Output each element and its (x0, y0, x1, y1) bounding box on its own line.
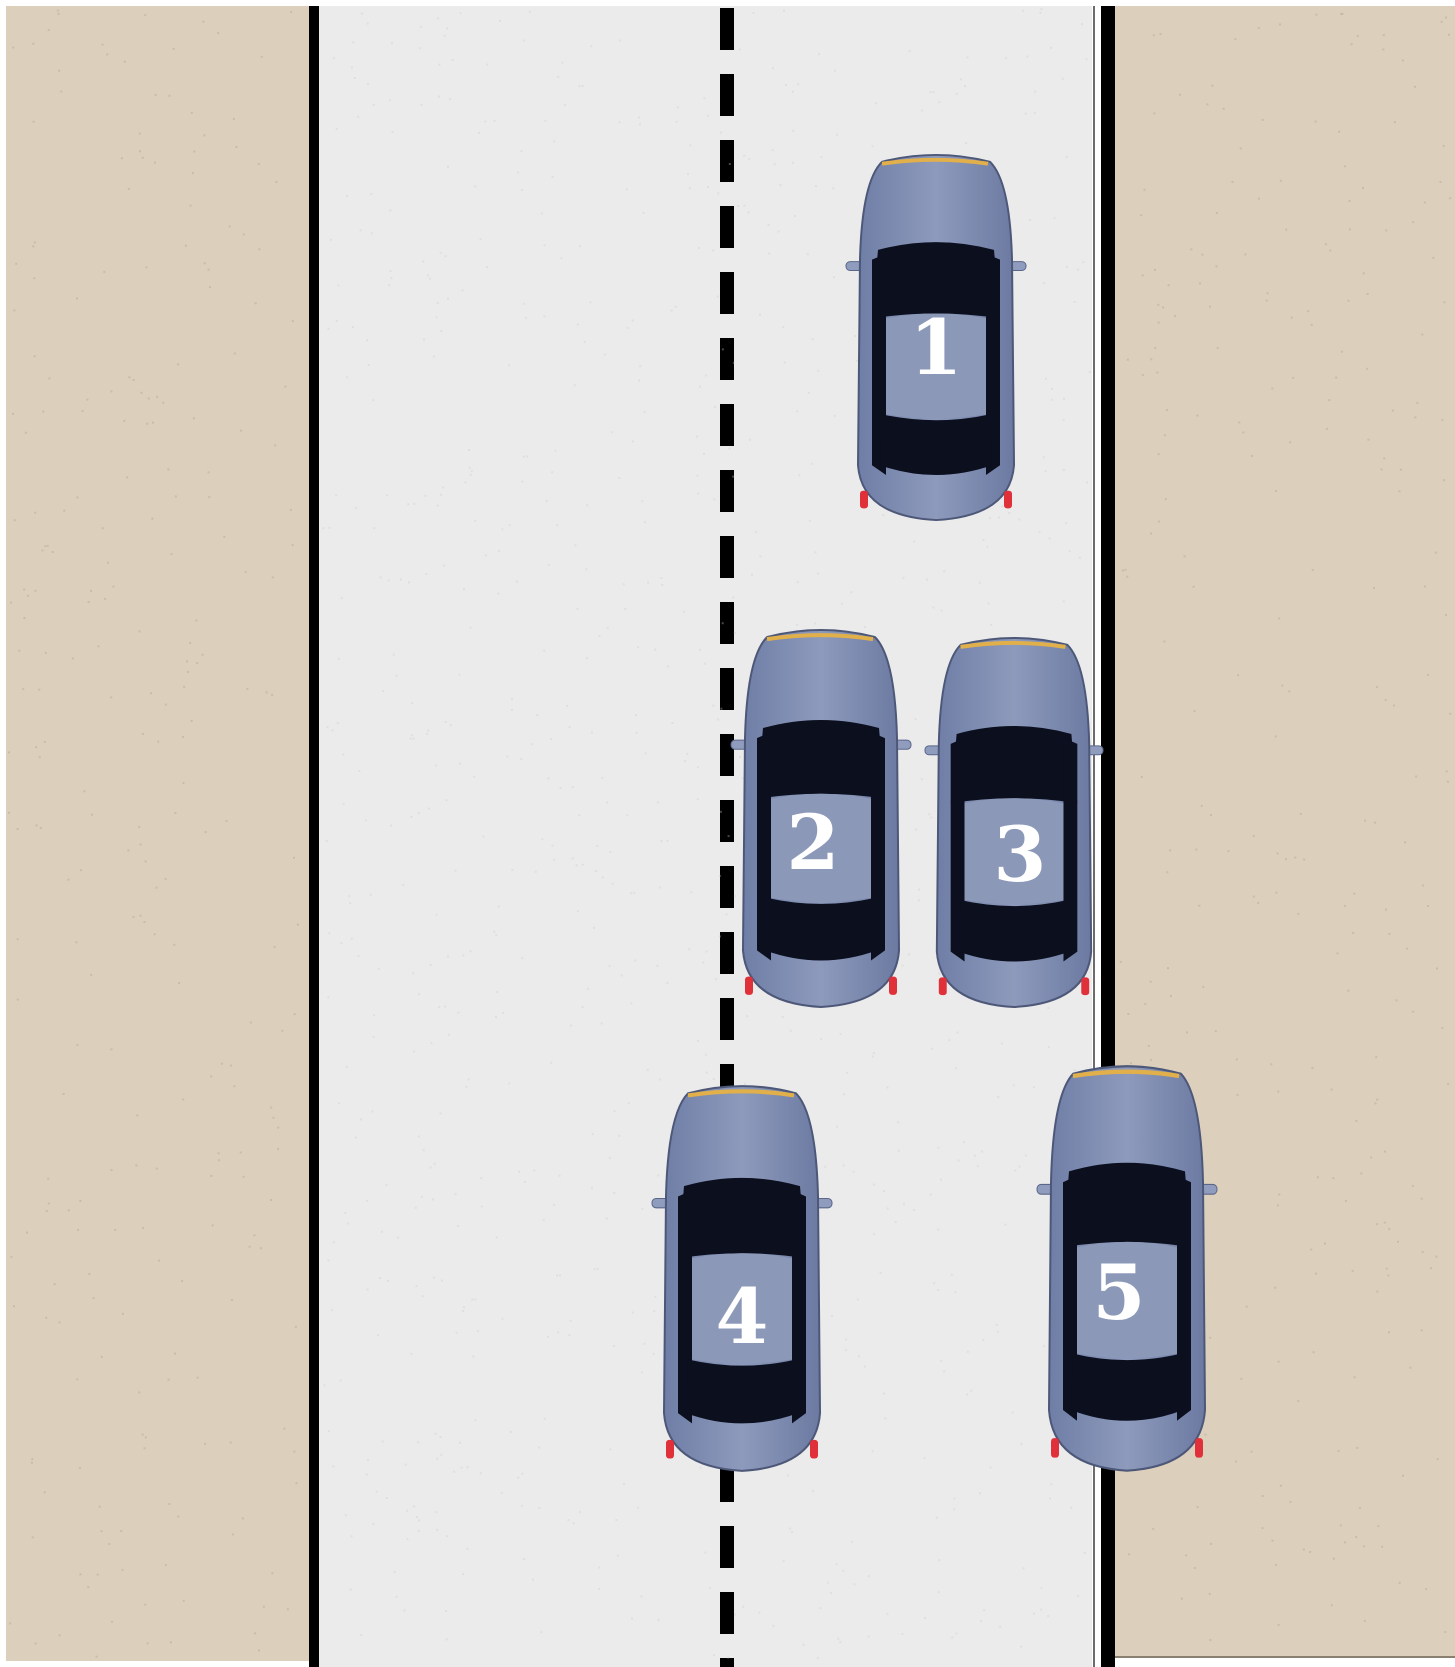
car-4: 4 (648, 1083, 836, 1475)
car-number-label: 3 (927, 817, 1113, 893)
car-number-label: 1 (842, 310, 1030, 386)
car-number-label: 4 (648, 1279, 836, 1355)
car-number-label: 5 (1025, 1255, 1213, 1331)
car-5: 5 (1033, 1063, 1221, 1475)
car-2: 2 (727, 627, 915, 1011)
car-1: 1 (842, 152, 1030, 524)
car-3: 3 (921, 635, 1107, 1011)
car-number-label: 2 (719, 805, 907, 881)
